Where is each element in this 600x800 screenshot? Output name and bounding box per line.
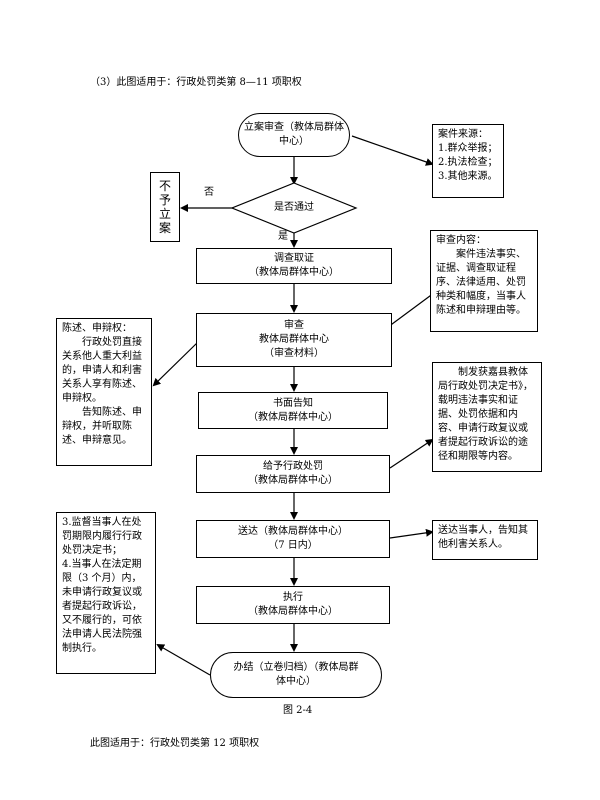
deliver-line2: （7 日内） [268, 540, 318, 551]
review-line2: 教体局群体中心 [259, 334, 329, 345]
note-statement: 陈述、申辩权： 行政处罚直接关系他人重大利益的，申请人和利害关系人享有陈述、申辩… [56, 318, 152, 466]
close-line2: 体中心） [276, 676, 316, 687]
note-statement-title: 陈述、申辩权： [62, 323, 132, 334]
footer-note: 此图适用于：行政处罚类第 12 项职权 [90, 738, 260, 749]
note-sources-item3: 3.其他来源。 [438, 171, 498, 182]
arrow-review-content [383, 288, 440, 331]
no-label: 否 [204, 187, 214, 198]
review-line3: （审查材料） [264, 348, 324, 359]
figure-caption: 图 2-4 [283, 705, 313, 716]
investigate-line2: （教体局群体中心） [249, 267, 339, 278]
start-node: 立案审查（教体局群体 中心） [238, 113, 350, 157]
reject-label: 不予立案 [158, 179, 171, 235]
notify-node: 书面告知 （教体局群体中心） [198, 392, 388, 429]
notify-line2: （教体局群体中心） [248, 411, 338, 423]
investigate-line1: 调查取证 [274, 253, 314, 264]
review-node: 审查 教体局群体中心 （审查材料） [196, 313, 392, 367]
penalty-line1: 给予行政处罚 [263, 461, 323, 472]
review-line1: 审查 [284, 320, 304, 331]
header-note: （3）此图适用于：行政处罚类第 8—11 项职权 [90, 77, 302, 88]
deliver-node: 送达（教体局群体中心） （7 日内） [196, 520, 390, 558]
note-sources-item1: 1.群众举报； [438, 143, 498, 154]
decision-label: 是否通过 [274, 202, 314, 213]
close-line1: 办结（立卷归档）（教体局群 [233, 662, 359, 673]
note-decision-doc-body: 制发获嘉县教体局行政处罚决定书》，载明违法事实和证据、处罚依据和内容、申请行政复… [438, 367, 533, 462]
start-node-line1: 立案审查（教体局群体 [244, 122, 344, 133]
note-review-content: 审查内容： 案件违法事实、证据、调查取证程序、法律适用、处罚种类和幅度，当事人陈… [430, 230, 538, 332]
close-node: 办结（立卷归档）（教体局群 体中心） [210, 652, 382, 698]
reject-node: 不予立案 [150, 172, 180, 242]
arrow-sources [351, 135, 434, 166]
execute-line2: （教体局群体中心） [248, 606, 338, 617]
arrow-statement [152, 341, 199, 387]
notify-line1: 书面告知 [273, 397, 313, 409]
note-supervision: 3.监督当事人在处罚期限内履行行政处罚决定书； 4.当事人在法定期限（3 个月）… [56, 512, 156, 674]
deliver-line1: 送达（教体局群体中心） [238, 526, 348, 537]
arrow-decision-doc [389, 438, 434, 469]
decision-diamond [230, 182, 358, 234]
note-sources-item2: 2.执法检查； [438, 157, 498, 168]
execute-node: 执行 （教体局群体中心） [196, 586, 390, 624]
investigate-node: 调查取证 （教体局群体中心） [196, 248, 392, 284]
note-decision-doc: 制发获嘉县教体局行政处罚决定书》，载明违法事实和证据、处罚依据和内容、申请行政复… [432, 362, 542, 472]
note-statement-body1: 行政处罚直接关系他人重大利益的，申请人和利害关系人享有陈述、申辩权。 [62, 337, 142, 404]
start-node-line2: 中心） [279, 136, 309, 147]
note-sources: 案件来源： 1.群众举报； 2.执法检查； 3.其他来源。 [432, 124, 504, 198]
execute-line1: 执行 [283, 592, 303, 603]
penalty-node: 给予行政处罚 （教体局群体中心） [196, 455, 390, 493]
arrow-supervision [156, 644, 211, 676]
note-delivery: 送达当事人，告知其他利害关系人。 [432, 520, 538, 560]
note-supervision-item3: 3.监督当事人在处罚期限内履行行政处罚决定书； [62, 517, 142, 556]
penalty-line2: （教体局群体中心） [248, 475, 338, 486]
yes-label: 是 [278, 231, 288, 242]
arrow-delivery [389, 528, 434, 539]
note-review-title: 审查内容： [436, 235, 486, 246]
note-supervision-item4: 4.当事人在法定期限（3 个月）内，未申请行政复议或者提起行政诉讼，又不履行的，… [62, 559, 142, 654]
note-sources-title: 案件来源： [438, 129, 488, 140]
note-review-body: 案件违法事实、证据、调查取证程序、法律适用、处罚种类和幅度，当事人陈述和申辩理由… [436, 249, 526, 316]
note-statement-body2: 告知陈述、申辩权，并听取陈述、申辩意见。 [62, 407, 142, 446]
note-delivery-body: 送达当事人，告知其他利害关系人。 [438, 525, 528, 550]
